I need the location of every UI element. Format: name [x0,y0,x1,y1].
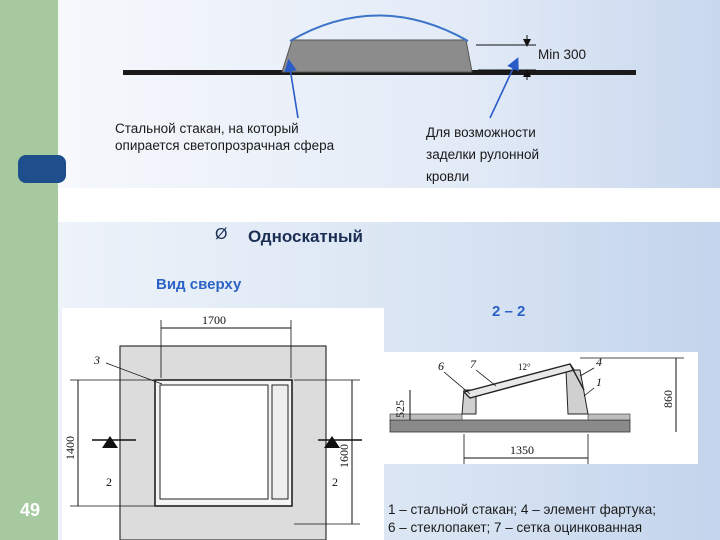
callout-7: 7 [470,357,477,371]
dim-top-text: 1700 [202,313,226,327]
separator [58,188,720,222]
dim-right-text: 860 [661,390,675,408]
callout-3-leader [105,362,163,385]
insulation [389,413,463,421]
apron-line [569,363,585,391]
sidebar [0,0,58,540]
leader-7 [475,369,497,387]
cut-mark-left: 2 [106,475,112,489]
callout-6: 6 [438,359,444,373]
slide-tab [18,155,66,183]
plan-view-drawing: 1700 1400 1600 3 2 2 [63,313,362,540]
steel-curb [281,39,473,73]
glass-panel [159,384,269,500]
leader-1 [583,387,595,397]
roof-slab [389,419,631,433]
legend-line-2: 6 – стеклопакет; 7 – сетка оцинкованная [388,520,643,535]
arrow-left [284,58,299,119]
legend: 1 – стальной стакан; 4 – элемент фартука… [388,501,656,537]
top-background [58,0,720,188]
section-panel: 1350 525 860 12° 6 7 4 1 [384,352,698,464]
dim-left-text: 1400 [63,436,77,460]
min-300-label: Min 300 [538,47,587,62]
page-number: 49 [19,500,41,520]
slope-text: 12° [518,362,531,372]
plan-panel: 1700 1400 1600 3 2 2 [62,308,384,540]
dim-bottom-text: 1350 [510,443,534,457]
caption-left-1: Стальной стакан, на который [115,121,299,136]
skylight-profile-diagram [123,14,636,119]
callout-1: 1 [596,375,602,389]
caption-left-2: опирается светопрозрачная сфера [115,138,335,153]
callout-4: 4 [596,355,602,369]
section-view-drawing: 1350 525 860 12° 6 7 4 1 [389,355,684,464]
plan-label: Вид сверху [156,276,242,293]
leader-6 [443,371,471,395]
cut-arrow-left [102,436,118,448]
insulation-right [587,413,631,421]
caption-right-1: Для возможности [426,125,536,140]
callout-3: 3 [93,353,100,367]
frame-strip [271,384,289,500]
dome-arc [289,14,469,42]
dim-right-text: 1600 [337,444,351,468]
leader-4 [579,367,595,377]
bullet-icon: Ø [215,226,228,243]
caption-right-2: заделки рулонной [426,147,540,162]
caption-right-3: кровли [426,169,470,184]
section-label: 2 – 2 [492,303,526,320]
dim-left-text: 525 [393,400,407,418]
legend-line-1: 1 – стальной стакан; 4 – элемент фартука… [388,502,656,517]
cut-mark-right: 2 [332,475,338,489]
arrow-right [489,57,519,119]
section-heading: Односкатный [248,227,363,246]
curb-right [565,369,589,415]
cut-arrow-right [324,436,340,448]
